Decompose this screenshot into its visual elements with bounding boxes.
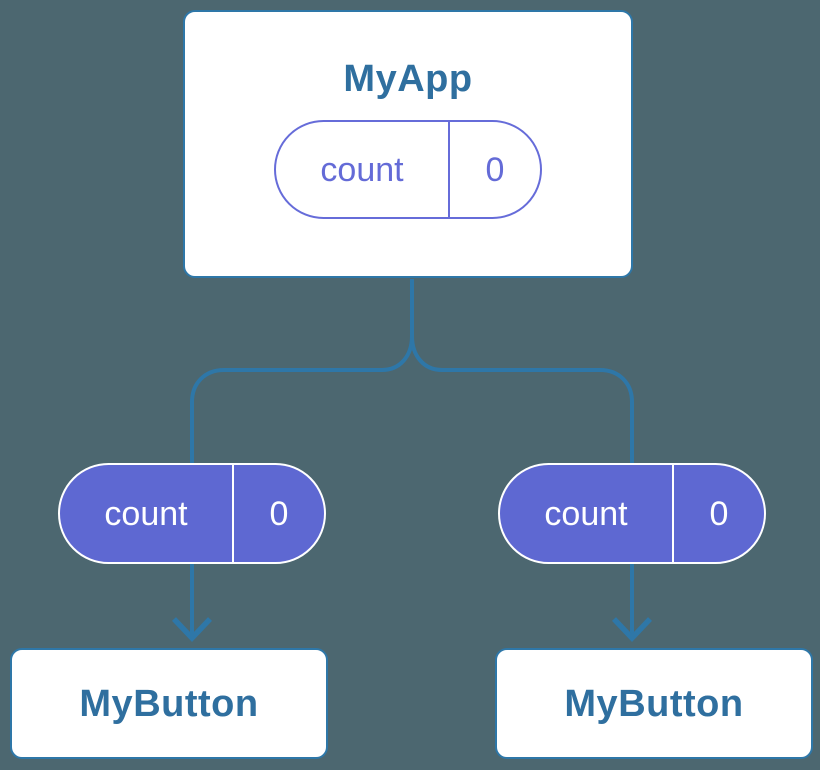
prop-pill-right: count 0 xyxy=(498,463,766,564)
arrowhead-right-icon xyxy=(612,617,652,642)
node-myapp-title: MyApp xyxy=(343,58,473,100)
prop-pill-key: count xyxy=(500,465,674,562)
node-myapp: MyApp count 0 xyxy=(183,10,633,278)
prop-pill-left: count 0 xyxy=(58,463,326,564)
branch-line-right xyxy=(410,279,634,639)
state-pill-key: count xyxy=(276,122,450,217)
prop-pill-value: 0 xyxy=(709,494,729,533)
node-mybutton-title: MyButton xyxy=(564,682,744,725)
arrowhead-left-icon xyxy=(172,617,212,642)
node-mybutton-title: MyButton xyxy=(79,682,259,725)
prop-pill-value: 0 xyxy=(269,494,289,533)
branch-line-left xyxy=(190,279,414,639)
prop-pill-key: count xyxy=(60,465,234,562)
node-mybutton-left: MyButton xyxy=(10,648,328,759)
node-mybutton-right: MyButton xyxy=(495,648,813,759)
state-pill-myapp: count 0 xyxy=(274,120,542,219)
state-pill-value: 0 xyxy=(485,150,505,189)
